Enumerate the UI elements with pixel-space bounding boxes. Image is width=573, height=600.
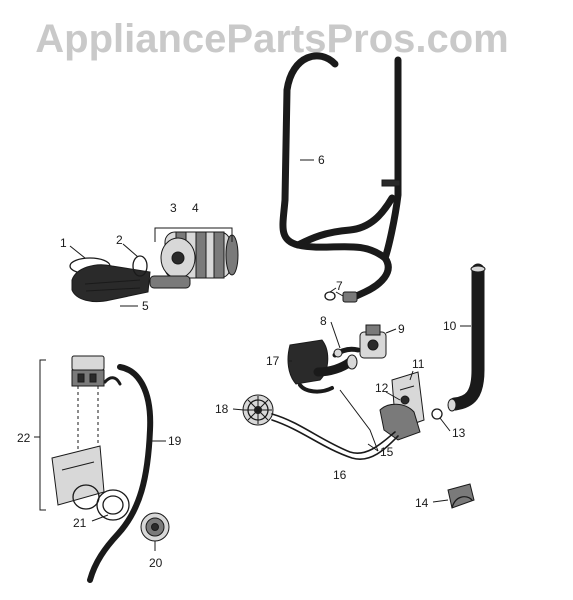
- callout-3: 3: [170, 201, 177, 215]
- pump-body-12[interactable]: [379, 395, 421, 441]
- callout-11: 11: [412, 357, 425, 371]
- impeller-18[interactable]: [242, 394, 274, 426]
- connector-22-top[interactable]: [71, 355, 105, 387]
- callout-4: 4: [192, 201, 199, 215]
- bracket-3-4: [154, 227, 233, 242]
- callout-22: 22: [17, 431, 31, 445]
- callout-17: 17: [266, 354, 280, 368]
- drain-hose-6[interactable]: [279, 52, 402, 303]
- filter-disc-20[interactable]: [140, 512, 170, 542]
- heater-housing-22[interactable]: [51, 445, 105, 506]
- wire-harness-16[interactable]: [271, 413, 399, 460]
- callout-13: 13: [452, 426, 466, 440]
- corrugated-hose-10[interactable]: [447, 263, 486, 412]
- callout-7: 7: [336, 279, 343, 293]
- watermark-text: AppliancePartsPros.com: [35, 17, 509, 61]
- callout-16: 16: [333, 468, 347, 482]
- clamp-7[interactable]: [324, 287, 337, 301]
- fitting-8[interactable]: [332, 346, 361, 358]
- callout-15: 15: [380, 445, 394, 459]
- callout-6: 6: [318, 153, 325, 167]
- pump-hose-5[interactable]: [71, 264, 151, 303]
- callout-labels: 1 2 3 4 5 6 7 8 9 10 11 12 13 14 15 16 1…: [17, 153, 466, 570]
- callout-19: 19: [168, 434, 182, 448]
- callout-1: 1: [60, 236, 67, 250]
- sump-housing-17[interactable]: [287, 339, 358, 394]
- gasket-21[interactable]: [72, 484, 130, 521]
- bracket-22: [39, 359, 46, 511]
- seal-ring-2[interactable]: [132, 255, 148, 277]
- callout-9: 9: [398, 322, 405, 336]
- callout-2: 2: [116, 233, 123, 247]
- valve-9[interactable]: [359, 324, 387, 359]
- callout-8: 8: [320, 314, 327, 328]
- clip-13[interactable]: [431, 408, 443, 420]
- callout-5: 5: [142, 299, 149, 313]
- hose-19[interactable]: [87, 364, 154, 583]
- callout-21: 21: [73, 516, 87, 530]
- motor-pump-3-4[interactable]: [149, 231, 239, 289]
- callout-18: 18: [215, 402, 229, 416]
- callout-12: 12: [375, 381, 389, 395]
- leader-lines: [34, 159, 471, 551]
- callout-20: 20: [149, 556, 163, 570]
- callout-14: 14: [415, 496, 429, 510]
- callout-10: 10: [443, 319, 457, 333]
- mounting-clip-14[interactable]: [447, 483, 475, 509]
